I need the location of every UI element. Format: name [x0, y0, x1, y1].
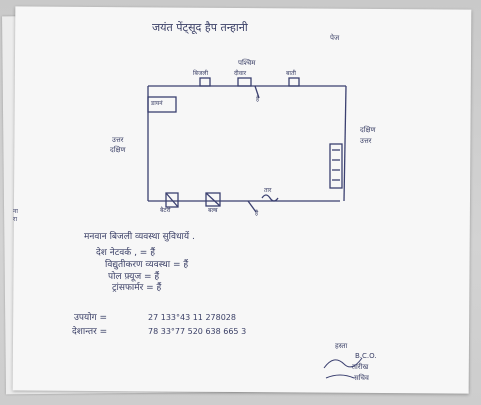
signature-line-1: हस्ता — [335, 342, 348, 350]
coord-label-2: देशान्तर = — [72, 327, 108, 337]
top-component-3 — [288, 77, 300, 87]
top-comp-label-1: बिजली — [193, 70, 209, 77]
circuit-top-label: पश्चिम — [238, 59, 256, 67]
coord-label-1: उपयोग = — [74, 313, 108, 323]
list-item-4: ट्रांसफार्मर = हैं — [112, 283, 162, 293]
bottom-comp-label-2: बल्ब — [208, 207, 218, 214]
left-label-1: उत्तर — [112, 136, 124, 144]
right-label-2: उत्तर — [360, 137, 372, 145]
top-mid-label: हैं — [256, 96, 260, 103]
box-label: डायनं — [151, 100, 163, 107]
bottom-component-1 — [165, 192, 179, 208]
bottom-comp-label-3: तार — [264, 187, 272, 194]
signature-scribble — [323, 357, 363, 379]
right-label-1: दक्षिण — [360, 126, 376, 134]
coord-value-1: 27 133°43 11 278028 — [148, 313, 236, 322]
signature-line-2: B.C.O. — [355, 352, 377, 360]
top-comp-label-2: दीवार — [234, 70, 247, 77]
list-item-3: पोल फ़्यूज = हैं — [108, 272, 160, 282]
margin-note: ना रा — [13, 208, 18, 224]
bottom-component-2 — [205, 192, 221, 207]
page-title: जयंत पेंट्सूद हैप तन्हानी — [152, 21, 248, 34]
signature-line-3: तारीख — [352, 363, 369, 371]
top-comp-label-3: बाती — [286, 70, 296, 77]
list-item-2: विद्युतीकरण व्यवस्था = हैं — [105, 260, 189, 270]
page-title-sub: पेज — [330, 34, 340, 42]
coord-value-2: 78 33°77 520 638 665 3 — [148, 327, 247, 336]
left-box — [147, 96, 177, 113]
bottom-comp-label-1: बैटरी — [160, 207, 171, 214]
right-resistor — [329, 143, 343, 189]
left-label-2: दक्षिण — [110, 146, 126, 154]
top-component-1 — [199, 77, 211, 87]
bottom-wire-mark — [261, 194, 279, 202]
signature-line-4: सचिव — [354, 374, 369, 382]
list-item-1: देश नेटवर्क , = हैं — [96, 248, 155, 258]
bottom-mid-label: हैं — [255, 210, 259, 217]
top-component-2 — [237, 77, 252, 87]
list-heading: मनवान बिजली व्यवस्था सुविधायें . — [84, 232, 195, 242]
